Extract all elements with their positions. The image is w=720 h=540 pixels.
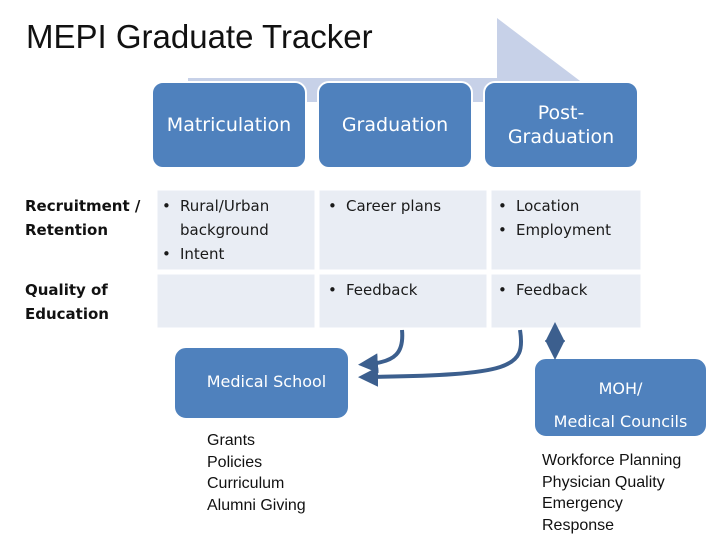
phase-label-matriculation: Matriculation bbox=[166, 114, 292, 136]
list-item: Grants bbox=[207, 432, 256, 449]
moh-box bbox=[533, 357, 708, 438]
list-item: Physician Quality bbox=[542, 473, 665, 491]
list-item: Curriculum bbox=[207, 475, 285, 492]
curved-arrow-icon bbox=[358, 329, 524, 387]
cell-graduation-quality: Feedback bbox=[322, 278, 482, 302]
curved-arrow-icon bbox=[358, 329, 405, 374]
moh-label-line1: MOH/ bbox=[598, 379, 643, 398]
medical-school-items: Grants Policies Curriculum Alumni Giving bbox=[207, 430, 306, 516]
list-item: Location bbox=[492, 194, 640, 218]
list-item: Employment bbox=[492, 218, 640, 242]
list-item: Response bbox=[542, 516, 615, 534]
moh-items: Workforce Planning Physician Quality Eme… bbox=[542, 450, 681, 536]
medical-school-box bbox=[173, 346, 350, 420]
row-label-recruitment: Recruitment / Retention bbox=[25, 197, 141, 239]
list-item: Career plans bbox=[322, 194, 482, 218]
list-item: Emergency bbox=[542, 495, 623, 512]
cell-bg bbox=[154, 271, 318, 331]
cell-matriculation-recruitment: Rural/Urban background Intent bbox=[156, 194, 306, 266]
list-item: Rural/Urban background bbox=[156, 194, 306, 242]
row-label-quality: Quality of Education bbox=[25, 281, 109, 323]
list-item: Alumni Giving bbox=[207, 496, 306, 514]
list-item: Workforce Planning bbox=[542, 452, 682, 469]
medical-school-label: Medical School bbox=[206, 372, 327, 391]
cell-post-graduation-quality: Feedback bbox=[492, 278, 640, 302]
list-item: Feedback bbox=[492, 278, 640, 302]
list-item: Policies bbox=[207, 453, 263, 471]
cell-graduation-recruitment: Career plans bbox=[322, 194, 482, 218]
list-item: Feedback bbox=[322, 278, 482, 302]
phase-label-post-graduation: Post-Graduation bbox=[507, 102, 615, 148]
phase-label-graduation: Graduation bbox=[341, 114, 449, 136]
page-title: MEPI Graduate Tracker bbox=[26, 18, 373, 55]
cell-post-graduation-recruitment: Location Employment bbox=[492, 194, 640, 242]
moh-label-line2: Medical Councils bbox=[553, 412, 688, 431]
list-item: Intent bbox=[156, 242, 306, 266]
moh-label: MOH/ Medical Councils bbox=[534, 372, 707, 438]
